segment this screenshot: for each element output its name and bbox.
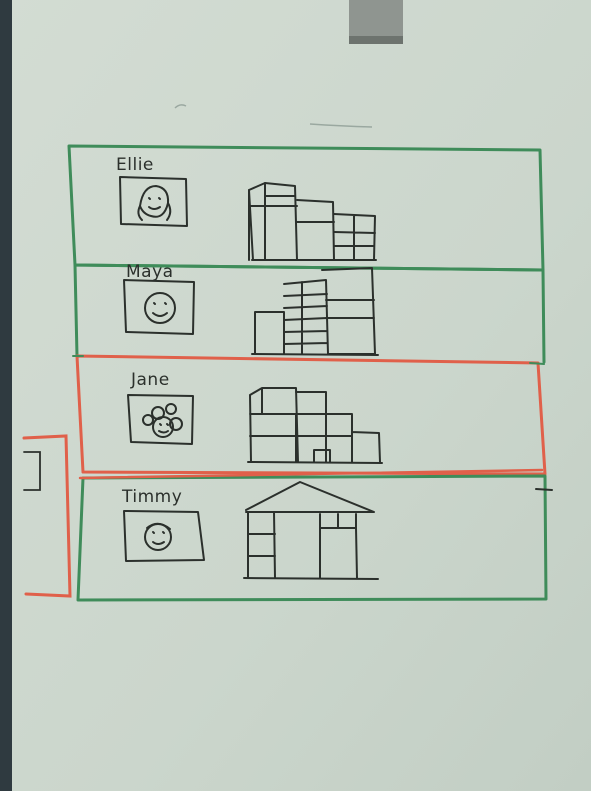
row-name-maya: Maya (126, 262, 174, 282)
left-frame-edge (0, 0, 12, 791)
row-name-ellie: Ellie (116, 155, 154, 175)
row-name-timmy: Timmy (121, 487, 182, 507)
top-eraser (349, 0, 403, 40)
top-eraser-shadow (349, 36, 403, 44)
row-name-jane: Jane (130, 370, 170, 390)
